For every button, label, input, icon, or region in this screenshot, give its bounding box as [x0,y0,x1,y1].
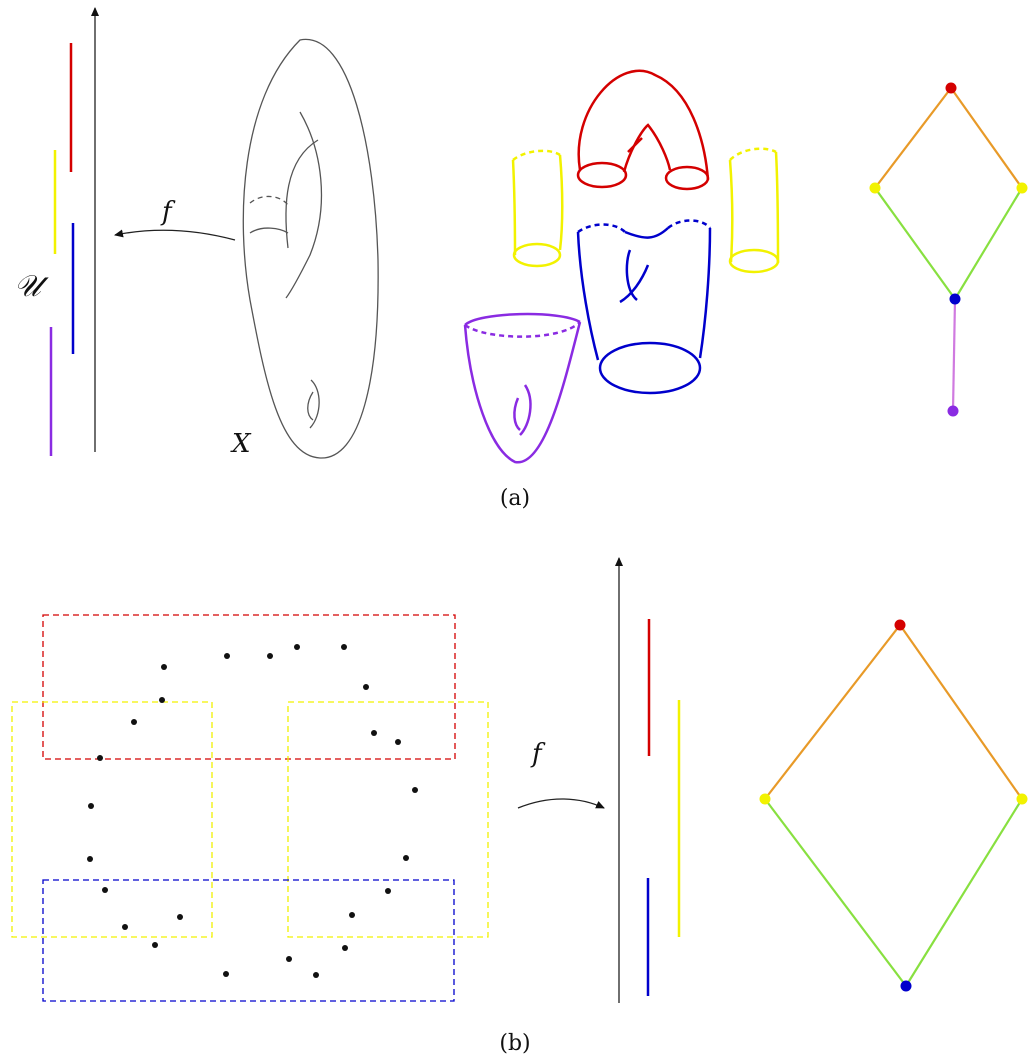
map-arrow-a [114,229,236,241]
node-blue-b [900,980,912,992]
point [224,653,230,659]
yellow-piece-right [728,147,780,274]
point [385,888,391,894]
mapper-graph-a [869,82,1028,417]
map-label-a: f [160,197,176,227]
point [267,653,273,659]
map-label-b: f [530,739,546,769]
caption-a: (a) [500,486,530,511]
point-cloud [87,644,418,978]
cover-yellow-right [287,701,489,938]
point [131,719,137,725]
point [313,972,319,978]
map-arrow-b [517,798,605,809]
point [371,730,377,736]
point [223,971,229,977]
point [395,739,401,745]
edge-red-yellow-right-b [899,624,1023,800]
caption-b: (b) [499,1031,530,1056]
edge-yellow-blue-right-b [905,798,1023,987]
red-piece [576,69,710,191]
point [88,803,94,809]
cover-red [42,614,456,760]
surface-x [242,38,379,459]
blue-piece [576,219,712,395]
edge-red-yellow-right [950,87,1023,189]
point [286,956,292,962]
point [122,924,128,930]
edge-yellow-blue-right [954,187,1023,300]
point [403,855,409,861]
node-blue [949,293,961,305]
yellow-piece-left [511,149,564,268]
purple-piece [463,312,582,464]
edge-blue-purple [951,298,957,412]
point [161,664,167,670]
node-red [945,82,957,94]
panel-a: 𝒰 f X [14,7,1028,511]
edge-red-yellow-left-b [764,624,901,800]
node-red-b [894,619,906,631]
point [363,684,369,690]
edge-yellow-blue-left-b [764,798,907,987]
point [97,755,103,761]
mapper-graph-b [759,619,1028,992]
point [177,914,183,920]
edge-red-yellow-left [874,87,952,189]
point [294,644,300,650]
node-purple [947,405,959,417]
point [341,644,347,650]
surface-label: X [230,429,252,459]
node-yellow-left [869,182,881,194]
point [342,945,348,951]
edge-yellow-blue-left [874,187,956,300]
cover-label: 𝒰 [14,269,49,304]
point [412,787,418,793]
panel-b: f (b) [11,557,1028,1056]
point [159,697,165,703]
node-yellow-right-b [1016,793,1028,805]
cover-yellow-left [11,701,213,938]
point [152,942,158,948]
node-yellow-right [1016,182,1028,194]
point [87,856,93,862]
cover-blue [42,879,455,1002]
point [102,887,108,893]
point [349,912,355,918]
node-yellow-left-b [759,793,771,805]
